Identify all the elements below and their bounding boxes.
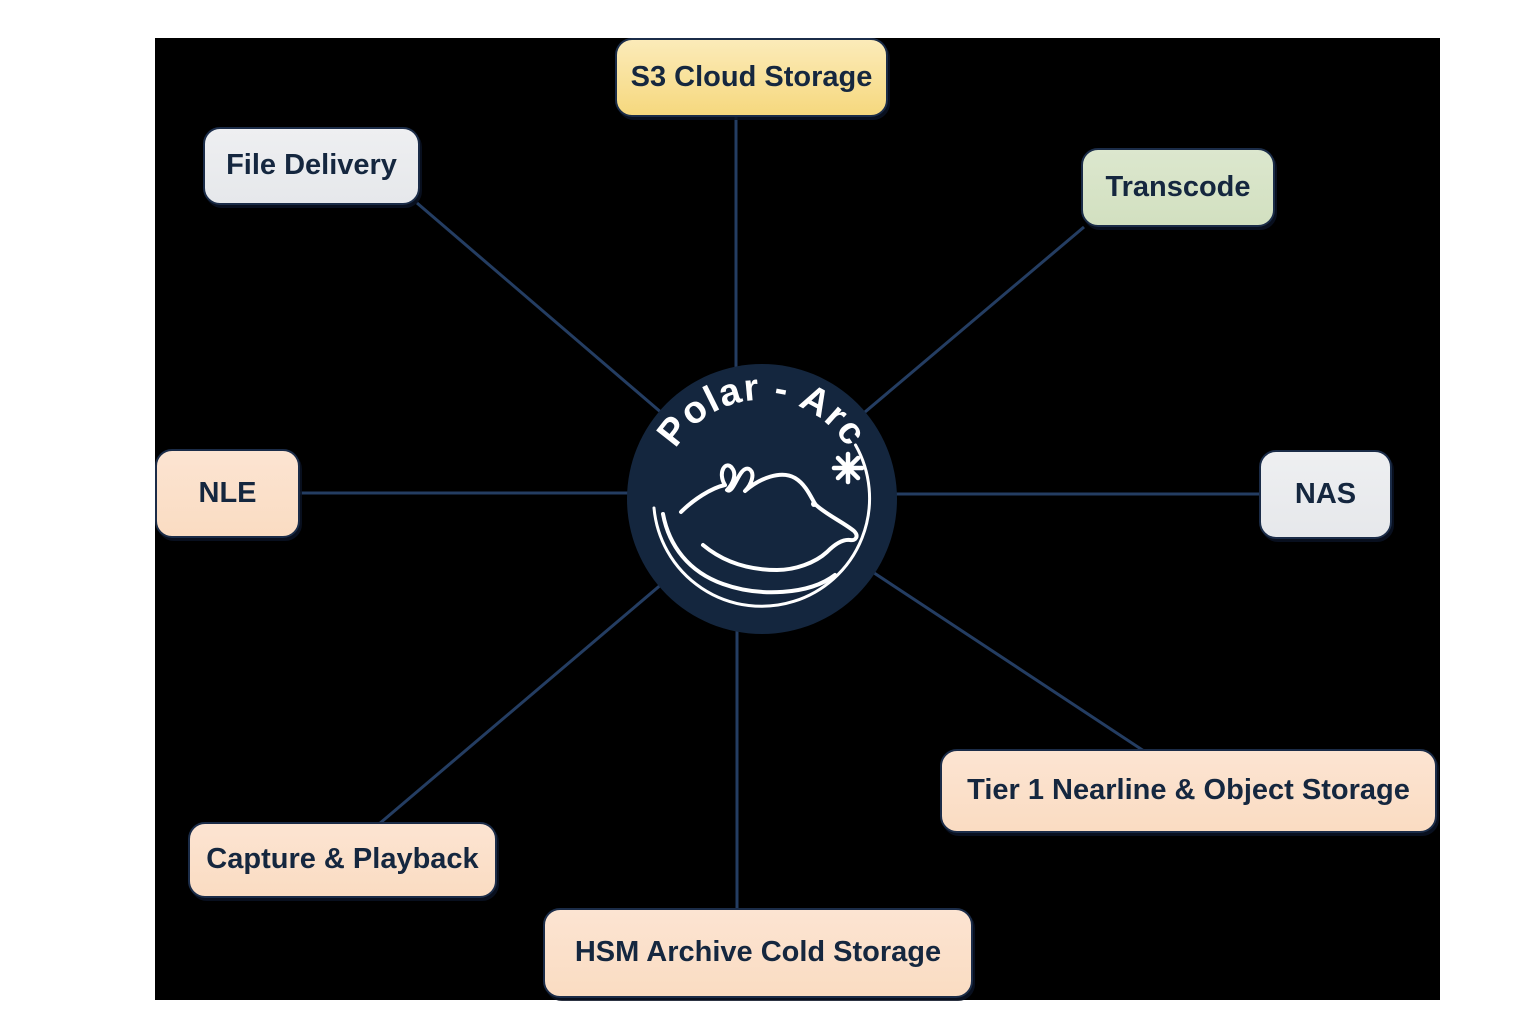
diagram-artwork: Polar - Arc xyxy=(298,114,1261,912)
node-tier1-nearline: Tier 1 Nearline & Object Storage xyxy=(940,749,1437,833)
node-label-nle: NLE xyxy=(198,476,257,509)
node-capture-playback: Capture & Playback xyxy=(188,822,497,898)
bear-eye-dot xyxy=(811,501,817,507)
node-nas: NAS xyxy=(1259,450,1392,539)
diagram-canvas: Polar - Arc S3 Cloud Storage xyxy=(155,38,1440,1000)
bear-body-line xyxy=(661,512,837,595)
node-label-tier1-nearline: Tier 1 Nearline & Object Storage xyxy=(967,774,1410,807)
bear-head-line xyxy=(679,463,859,572)
hub-ring-arc xyxy=(652,443,871,608)
node-label-transcode: Transcode xyxy=(1105,170,1251,203)
node-transcode: Transcode xyxy=(1081,148,1275,227)
node-label-capture-playback: Capture & Playback xyxy=(206,843,479,876)
node-nle: NLE xyxy=(155,449,300,538)
polar-bear-drawing xyxy=(661,463,859,595)
hub-logo: Polar - Arc xyxy=(627,364,897,634)
node-label-file-delivery: File Delivery xyxy=(226,149,397,182)
star-icon xyxy=(831,451,865,485)
node-label-s3: S3 Cloud Storage xyxy=(630,60,873,93)
node-hsm-archive: HSM Archive Cold Storage xyxy=(543,908,973,998)
node-file-delivery: File Delivery xyxy=(203,127,420,205)
node-label-nas: NAS xyxy=(1294,477,1357,510)
node-label-hsm-archive: HSM Archive Cold Storage xyxy=(574,936,942,969)
node-s3-cloud-storage: S3 Cloud Storage xyxy=(615,38,888,117)
